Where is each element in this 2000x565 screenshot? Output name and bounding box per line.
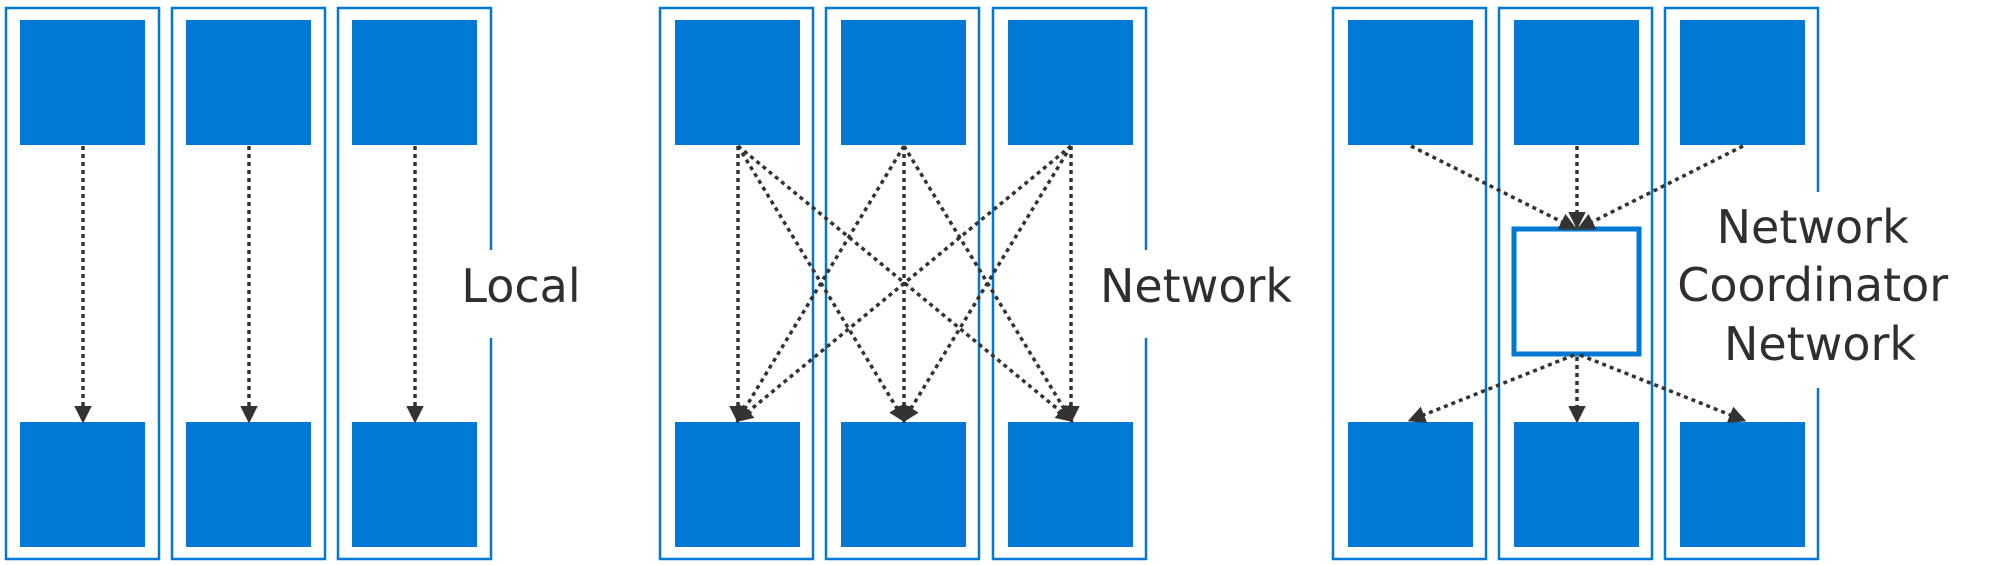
target-block bbox=[1348, 422, 1473, 547]
panel-label-local: Local bbox=[461, 259, 580, 313]
panel-label-line: Coordinator bbox=[1677, 258, 1948, 312]
flow-arrow bbox=[1579, 353, 1747, 423]
panel-coordinator: Network Coordinator Network bbox=[1331, 6, 1963, 561]
flow-arrow bbox=[1407, 353, 1575, 423]
panel-label-line: Network bbox=[1100, 259, 1292, 313]
target-block bbox=[841, 422, 966, 547]
flow-arrow bbox=[1576, 144, 1744, 230]
target-block bbox=[352, 422, 477, 547]
panel-label-coordinator: Network Coordinator Network bbox=[1677, 200, 1963, 371]
panel-label-line: Local bbox=[461, 259, 580, 313]
source-block bbox=[20, 20, 145, 145]
flow-arrow bbox=[1410, 144, 1578, 230]
panel-local: Local bbox=[4, 6, 581, 561]
target-block bbox=[1008, 422, 1133, 547]
lane-coordinator-1 bbox=[1331, 6, 1488, 561]
panel-label-line: Network bbox=[1717, 200, 1909, 254]
lane-network-2 bbox=[824, 6, 981, 561]
target-block bbox=[20, 422, 145, 547]
lane-network-1 bbox=[658, 6, 815, 561]
target-block bbox=[186, 422, 311, 547]
source-block bbox=[841, 20, 966, 145]
source-block bbox=[1348, 20, 1473, 145]
panel-label-network: Network bbox=[1100, 259, 1292, 313]
target-block bbox=[675, 422, 800, 547]
source-block bbox=[1008, 20, 1133, 145]
lane-local-2 bbox=[170, 6, 327, 561]
lane-local-1 bbox=[4, 6, 161, 561]
target-block bbox=[1680, 422, 1805, 547]
flow-arrow bbox=[736, 145, 906, 423]
panel-label-line: Network bbox=[1724, 317, 1916, 371]
source-block bbox=[352, 20, 477, 145]
source-block bbox=[1680, 20, 1805, 145]
source-block bbox=[675, 20, 800, 145]
flow-arrow bbox=[902, 145, 1073, 423]
source-block bbox=[186, 20, 311, 145]
panel-network: Network bbox=[658, 6, 1292, 561]
coordinator-box bbox=[1511, 226, 1642, 357]
target-block bbox=[1514, 422, 1639, 547]
lane-coordinator-2 bbox=[1497, 6, 1654, 561]
source-block bbox=[1514, 20, 1639, 145]
